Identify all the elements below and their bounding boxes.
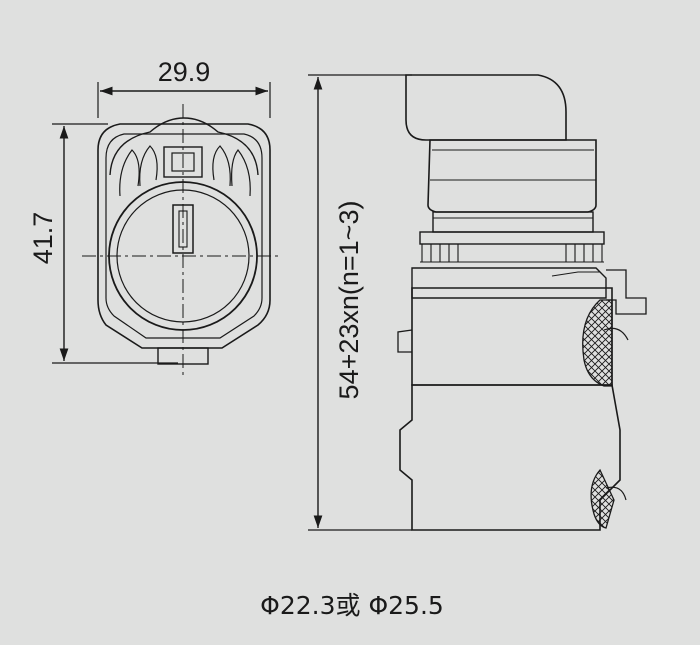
- knurled-ring: [109, 117, 259, 176]
- length-dimension-label: 54+23xn(n=1~3): [334, 201, 364, 400]
- front-housing: [97, 123, 271, 349]
- knurl-ribs: [119, 145, 251, 197]
- side-collar: [432, 211, 594, 233]
- side-view: 54+23xn(n=1~3): [308, 74, 647, 531]
- length-dimension: 54+23xn(n=1~3): [308, 74, 412, 531]
- hatched-terminal-lower: [590, 468, 615, 529]
- height-dimension: 41.7: [28, 123, 178, 364]
- width-dimension: 29.9: [97, 57, 271, 118]
- front-view: 29.9 41.7: [28, 57, 282, 378]
- threaded-ring: [419, 231, 605, 245]
- height-dimension-label: 41.7: [28, 212, 58, 265]
- side-lever: [405, 74, 567, 141]
- width-dimension-label: 29.9: [158, 57, 211, 87]
- side-knob-head: [427, 139, 597, 213]
- front-inner-contour: [105, 133, 263, 339]
- hatched-terminal-upper: [582, 299, 613, 387]
- main-body: [411, 287, 613, 386]
- terminal-bracket: [606, 269, 647, 315]
- nut-teeth: [420, 244, 604, 269]
- side-clip: [397, 329, 413, 353]
- diameter-caption: Φ22.3或 Φ25.5: [260, 591, 444, 620]
